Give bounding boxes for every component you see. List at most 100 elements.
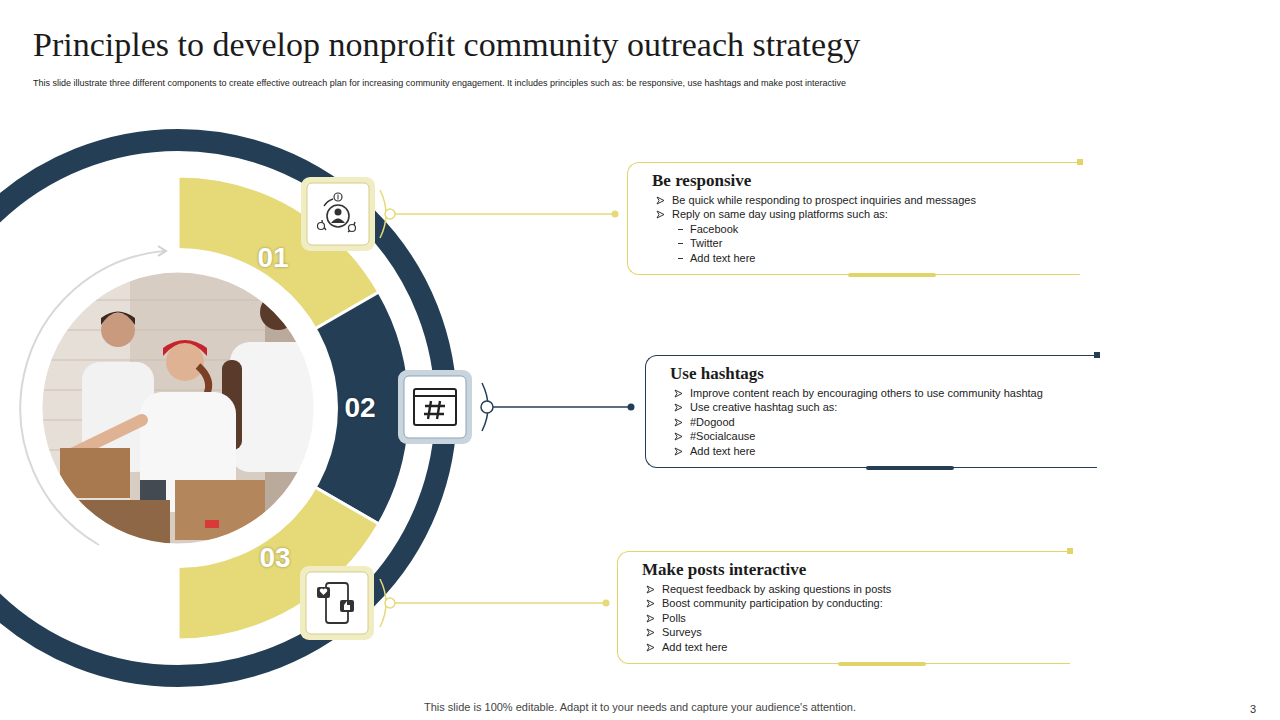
- arrow-bullet: [674, 447, 683, 456]
- thin-arc-part: [18, 248, 338, 568]
- bullet-item: Boost community participation by conduct…: [618, 596, 1060, 610]
- photo-part: [163, 340, 207, 356]
- icon-outreach-part: [331, 219, 345, 224]
- photo-part: [166, 343, 204, 381]
- bullet-item: Improve content reach by encouraging oth…: [646, 386, 1087, 400]
- accent-bar: [866, 466, 954, 470]
- bullet-text: Add text here: [690, 251, 1070, 265]
- bullet-item: Be quick while responding to prospect in…: [628, 193, 1070, 207]
- bullet-text: #Socialcause: [690, 429, 1087, 443]
- accent-bar: [838, 662, 926, 666]
- arrow-bullet: [646, 643, 655, 652]
- leader-lines-part: [493, 406, 628, 408]
- photo-part: [40, 270, 320, 550]
- accent-bar: [848, 273, 936, 277]
- box-heading: Be responsive: [628, 171, 1070, 191]
- arrow-bullet: [646, 585, 655, 594]
- arrow-bullet-shape: [675, 433, 682, 440]
- photo-part: [198, 366, 209, 396]
- icon-outreach-part: [327, 205, 349, 227]
- callout-number: 01: [257, 242, 288, 274]
- corner-square: [1067, 548, 1073, 554]
- icon-hashtag-part: [404, 376, 466, 438]
- icon-outreach-part: [307, 183, 369, 245]
- leader-lines-part: [395, 213, 612, 215]
- icon-hashtag-part: [414, 395, 456, 397]
- bullet-text: Twitter: [690, 236, 1070, 250]
- box-heading: Make posts interactive: [618, 560, 1060, 580]
- arrow-bullet-shape: [675, 419, 682, 426]
- bullet-item: #Socialcause: [646, 429, 1087, 443]
- slide-caption: This slide illustrate three different co…: [33, 78, 1133, 89]
- dash-bullet: [678, 229, 683, 230]
- leader-lines-part: [603, 600, 610, 607]
- bullet-text: Surveys: [662, 625, 1060, 639]
- leader-lines-part: [481, 401, 493, 413]
- callout-number: 02: [344, 392, 375, 424]
- bullet-text: Reply on same day using platforms such a…: [672, 207, 1070, 221]
- bullet-text: Improve content reach by encouraging oth…: [690, 386, 1087, 400]
- corner-square: [1077, 159, 1083, 165]
- bullet-item: Add text here: [628, 251, 1070, 265]
- box-heading: Use hashtags: [646, 364, 1087, 384]
- arrow-bullet: [646, 599, 655, 608]
- arrow-bullet-shape: [647, 615, 654, 622]
- thin-arc: [18, 246, 338, 568]
- bullet-text: Facebook: [690, 222, 1070, 236]
- photo: [40, 270, 325, 550]
- icon-outreach-part: [349, 225, 356, 232]
- corner-square: [1094, 352, 1100, 358]
- leader-lines-part: [385, 598, 395, 608]
- arrow-bullet: [646, 628, 655, 637]
- icon-interactive-part: [344, 601, 350, 610]
- icon-interactive: [300, 566, 374, 640]
- bullet-text: Request feedback by asking questions in …: [662, 582, 1060, 596]
- arrow-bullet: [674, 432, 683, 441]
- icon-interactive-part: [320, 588, 328, 595]
- arrow-bullet: [674, 403, 683, 412]
- bullet-item: Add text here: [618, 640, 1060, 654]
- photo-part: [260, 294, 296, 330]
- thin-arc-part: [158, 246, 166, 256]
- icon-outreach-part: [334, 193, 342, 201]
- arrow-bullet: [656, 196, 665, 205]
- bullet-item: Twitter: [628, 236, 1070, 250]
- arrow-bullet-shape: [675, 448, 682, 455]
- icon-outreach-part: [335, 209, 342, 216]
- outer-ring: [0, 140, 446, 676]
- bullet-item: Facebook: [628, 222, 1070, 236]
- icon-hashtag: [398, 370, 472, 444]
- bullet-text: #Dogood: [690, 415, 1087, 429]
- dash-bullet: [678, 258, 683, 259]
- photo-part: [101, 312, 135, 326]
- bullet-text: Add text here: [690, 444, 1087, 458]
- icon-outreach-part: [301, 177, 375, 251]
- arrow-bullet-shape: [657, 197, 664, 204]
- bullet-item: Reply on same day using platforms such a…: [628, 207, 1070, 221]
- leader-lines-part: [395, 602, 603, 604]
- bullet-text: Be quick while responding to prospect in…: [672, 193, 1070, 207]
- text-box: Make posts interactiveRequest feedback b…: [617, 551, 1070, 664]
- photo-part: [175, 480, 265, 540]
- slide-title: Principles to develop nonprofit communit…: [33, 26, 860, 64]
- bullet-item: Surveys: [618, 625, 1060, 639]
- arrow-bullet: [656, 210, 665, 219]
- arrow-bullet-shape: [647, 644, 654, 651]
- photo-part: [205, 520, 219, 528]
- icon-outreach-part: [338, 195, 339, 200]
- outer-ring-part: [0, 140, 446, 676]
- page-number: 3: [1250, 703, 1256, 715]
- dash-bullet: [678, 243, 683, 244]
- arrow-bullet-shape: [647, 600, 654, 607]
- bullet-item: Request feedback by asking questions in …: [618, 582, 1060, 596]
- icon-hashtag-part: [414, 389, 456, 425]
- arrow-bullet: [646, 614, 655, 623]
- leader-lines: [380, 190, 635, 627]
- arrow-bullet-shape: [675, 390, 682, 397]
- footer-note: This slide is 100% editable. Adapt it to…: [424, 701, 856, 713]
- leader-lines-part: [628, 404, 635, 411]
- leader-lines-part: [385, 209, 395, 219]
- icon-interactive-part: [300, 566, 374, 640]
- leader-lines-part: [612, 211, 619, 218]
- arrow-bullet: [674, 418, 683, 427]
